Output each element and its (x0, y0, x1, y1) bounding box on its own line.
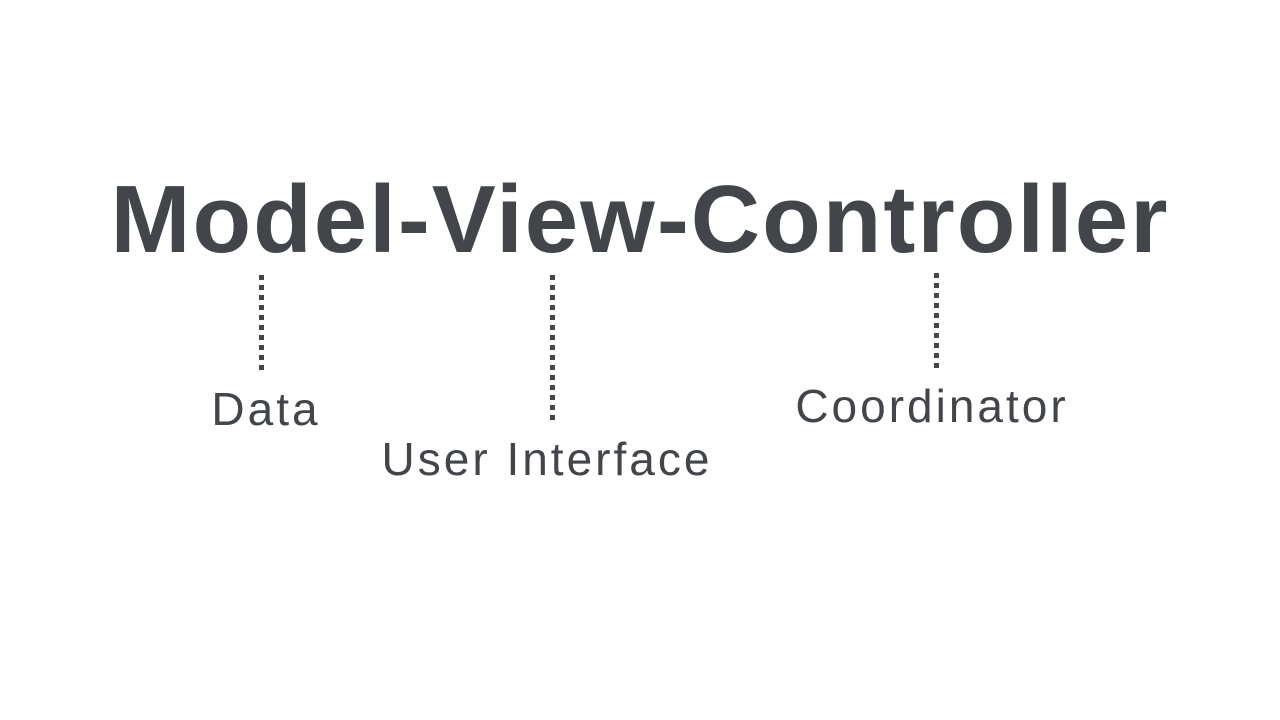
diagram-title: Model-View-Controller (110, 166, 1170, 273)
model-dotted-connector-line (259, 275, 264, 370)
model-annotation-label: Data (211, 383, 321, 435)
controller-annotation-label: Coordinator (795, 380, 1069, 432)
controller-dotted-connector-line (934, 273, 939, 368)
view-annotation-label: User Interface (381, 433, 713, 485)
view-dotted-connector-line (550, 275, 555, 420)
